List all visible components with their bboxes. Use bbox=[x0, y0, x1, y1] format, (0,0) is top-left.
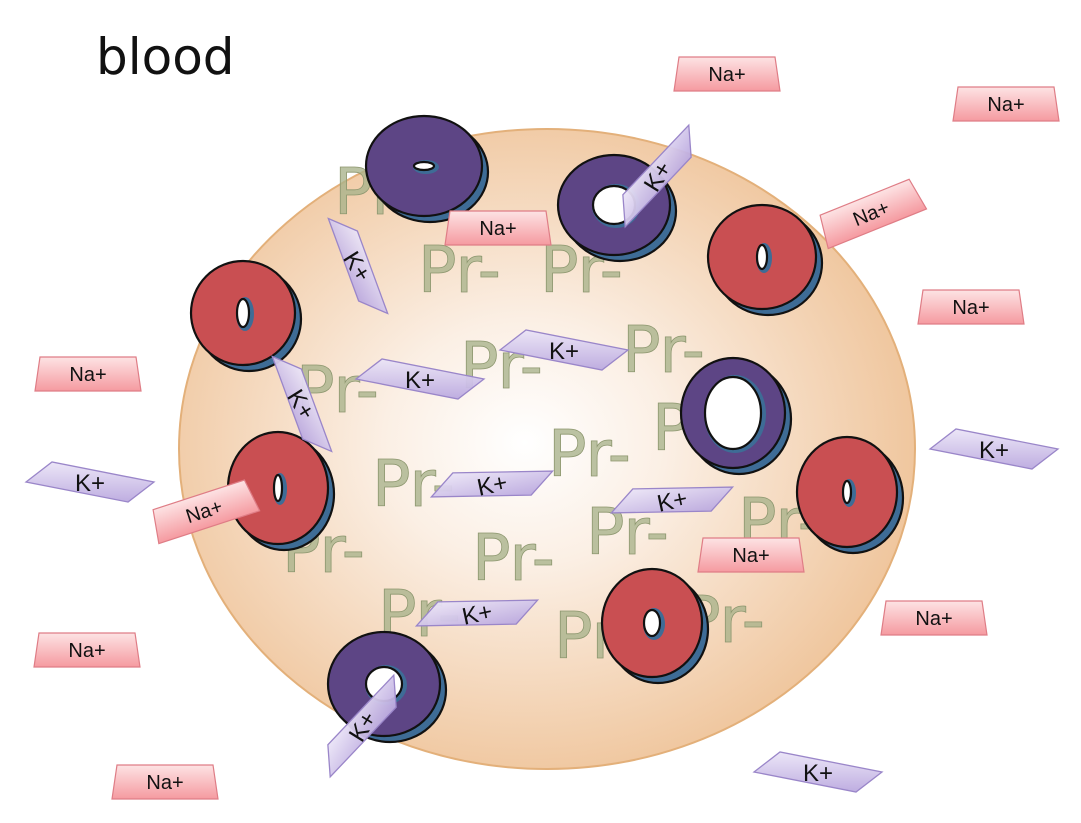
protein-label: Pr- bbox=[472, 522, 555, 596]
protein-label: Pr- bbox=[418, 234, 501, 308]
pump-ring bbox=[600, 567, 710, 685]
potassium-ion: K+ bbox=[928, 428, 1060, 470]
pump-ring bbox=[706, 203, 824, 317]
sodium-ion: Na+ bbox=[33, 632, 141, 668]
potassium-ion: K+ bbox=[429, 469, 555, 502]
ions: K+K+K+K+K+K+K+K+K+K+K+K+Na+Na+Na+Na+Na+N… bbox=[24, 56, 1060, 800]
potassium-label: K+ bbox=[655, 485, 690, 518]
potassium-ion: K+ bbox=[609, 485, 735, 518]
potassium-ion: K+ bbox=[498, 329, 630, 371]
sodium-ion: Na+ bbox=[152, 479, 261, 545]
sodium-label: Na+ bbox=[952, 297, 989, 319]
sodium-label: Na+ bbox=[479, 218, 516, 240]
potassium-label: K+ bbox=[75, 470, 105, 497]
potassium-label: K+ bbox=[460, 598, 495, 631]
sodium-label: Na+ bbox=[68, 640, 105, 662]
potassium-ion: K+ bbox=[414, 598, 540, 631]
sodium-label: Na+ bbox=[69, 364, 106, 386]
sodium-ion: Na+ bbox=[880, 600, 988, 636]
pump-ring bbox=[226, 430, 336, 552]
sodium-ion: Na+ bbox=[34, 356, 142, 392]
potassium-label: K+ bbox=[405, 367, 435, 394]
pump-ring bbox=[795, 435, 905, 555]
sodium-label: Na+ bbox=[732, 545, 769, 567]
potassium-label: K+ bbox=[549, 338, 579, 365]
sodium-label: Na+ bbox=[146, 772, 183, 794]
potassium-ion: K+ bbox=[24, 461, 156, 503]
protein-label: Pr- bbox=[622, 314, 705, 388]
potassium-label: K+ bbox=[979, 437, 1009, 464]
sodium-ion: Na+ bbox=[444, 210, 552, 246]
pump-ring bbox=[679, 356, 793, 476]
sodium-label: Na+ bbox=[987, 94, 1024, 116]
potassium-ion: K+ bbox=[752, 751, 884, 793]
sodium-label: Na+ bbox=[915, 608, 952, 630]
sodium-ion: Na+ bbox=[697, 537, 805, 573]
protein-label: Pr- bbox=[548, 418, 631, 492]
sodium-ion: Na+ bbox=[673, 56, 781, 92]
potassium-ion: K+ bbox=[354, 358, 486, 400]
pump-ring bbox=[189, 259, 303, 373]
sodium-label: Na+ bbox=[708, 64, 745, 86]
title: blood bbox=[96, 28, 235, 86]
sodium-ion: Na+ bbox=[111, 764, 219, 800]
potassium-ion: K+ bbox=[622, 123, 692, 229]
sodium-ion: Na+ bbox=[917, 289, 1025, 325]
sodium-ion: Na+ bbox=[952, 86, 1060, 122]
pump-ring bbox=[364, 114, 490, 224]
sodium-ion: Na+ bbox=[819, 178, 928, 250]
potassium-label: K+ bbox=[803, 760, 833, 787]
potassium-label: K+ bbox=[475, 469, 510, 502]
